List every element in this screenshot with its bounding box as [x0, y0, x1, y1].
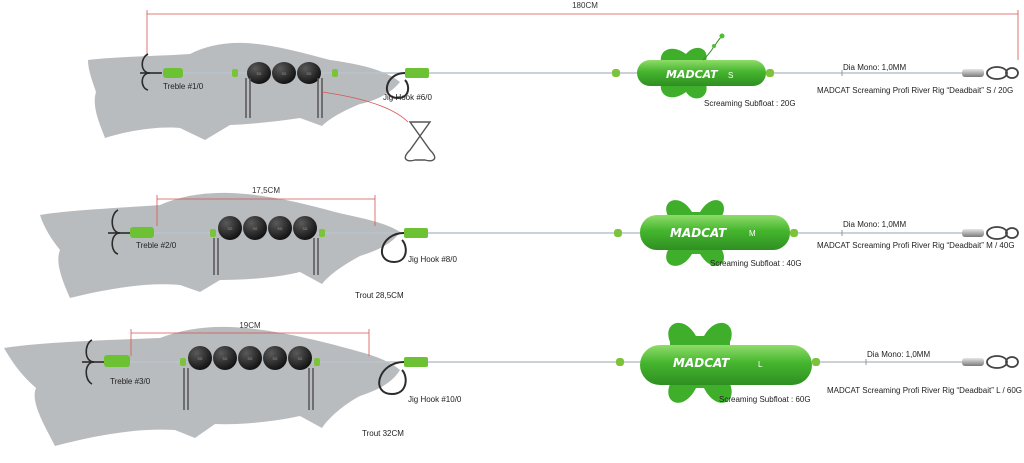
overall-dimension: 180CM [146, 1, 1019, 60]
rig-name-2: MADCAT Screaming Profi River Rig “Deadba… [817, 241, 1015, 250]
svg-text:SG: SG [297, 357, 302, 361]
subfloat-label-1: Screaming Subfloat : 20G [704, 99, 796, 108]
dimension-2: 17,5CM [156, 186, 376, 226]
weight-balls-3: SG SG SG SG SG [180, 346, 320, 370]
pin-detail-icon [404, 121, 436, 162]
jig-hook-2 [381, 228, 428, 264]
mono-label-3: Dia Mono: 1,0MM [867, 350, 930, 359]
rig-2: 17,5CM SG SG SG SG [40, 186, 1019, 300]
fish-silhouette-3 [4, 326, 400, 446]
svg-text:SG: SG [272, 357, 277, 361]
treble-label-3: Treble #3/0 [110, 377, 151, 386]
subfloat-3: MADCAT L [616, 322, 820, 403]
svg-text:SG: SG [227, 227, 232, 231]
swivel-1 [841, 66, 1019, 80]
treble-hook-1 [140, 53, 162, 91]
mono-label-1: Dia Mono: 1,0MM [843, 63, 906, 72]
jig-hook-label-1: Jig Hook #6/0 [383, 93, 432, 102]
green-sleeve-1 [163, 68, 183, 78]
rig-name-3: MADCAT Screaming Profi River Rig “Deadba… [827, 386, 1022, 395]
swivel-2 [841, 226, 1019, 240]
fish-silhouette-1 [88, 42, 400, 140]
svg-text:SG: SG [222, 357, 227, 361]
trout-label-3: Trout 32CM [362, 429, 404, 438]
float-size-1: S [728, 71, 733, 80]
float-size-3: L [758, 360, 763, 369]
pins-2 [213, 238, 319, 275]
svg-text:SG: SG [281, 72, 286, 76]
mono-label-2: Dia Mono: 1,0MM [843, 220, 906, 229]
dimension-3: 19CM [130, 321, 370, 356]
treble-label-1: Treble #1/0 [163, 82, 204, 91]
pin-callout-1 [321, 91, 409, 123]
subfloat-label-2: Screaming Subfloat : 40G [710, 259, 802, 268]
weight-balls-1: SG SG SG [232, 62, 338, 84]
trout-label-2: Trout 28,5CM [355, 291, 404, 300]
fish-silhouette-2 [40, 192, 400, 298]
dimension-label-3: 19CM [239, 321, 261, 330]
svg-text:SG: SG [277, 227, 282, 231]
float-size-2: M [749, 229, 756, 238]
jig-hook-label-2: Jig Hook #8/0 [408, 255, 457, 264]
dimension-label-2: 17,5CM [252, 186, 280, 195]
green-sleeve-3 [104, 355, 130, 367]
float-brand-1: MADCAT [666, 68, 719, 81]
treble-hook-3 [82, 339, 104, 385]
svg-text:SG: SG [247, 357, 252, 361]
pins-3 [183, 368, 314, 410]
jig-hook-3 [378, 357, 428, 396]
rig-1: SG SG SG Treble #1/0 Jig Hook #6/0 MADCA… [88, 33, 1019, 162]
rig-3: 19CM SG SG SG SG SG [4, 321, 1022, 446]
svg-text:SG: SG [306, 72, 311, 76]
subfloat-label-3: Screaming Subfloat : 60G [719, 395, 811, 404]
treble-hook-2 [108, 209, 130, 255]
treble-label-2: Treble #2/0 [136, 241, 177, 250]
subfloat-1: MADCAT S [612, 33, 774, 99]
jig-hook-label-3: Jig Hook #10/0 [408, 395, 462, 404]
overall-length-label: 180CM [572, 1, 598, 10]
float-brand-2: MADCAT [670, 226, 727, 240]
float-brand-3: MADCAT [673, 356, 730, 370]
green-sleeve-2 [130, 227, 154, 238]
pins-1 [245, 78, 323, 118]
jig-hook-1 [386, 68, 429, 100]
svg-text:SG: SG [252, 227, 257, 231]
svg-text:SG: SG [256, 72, 261, 76]
svg-text:SG: SG [302, 227, 307, 231]
weight-balls-2: SG SG SG SG [210, 216, 325, 240]
subfloat-2: MADCAT M [614, 200, 798, 266]
rig-name-1: MADCAT Screaming Profi River Rig “Deadba… [817, 86, 1013, 95]
svg-text:SG: SG [197, 357, 202, 361]
swivel-3 [865, 355, 1019, 369]
